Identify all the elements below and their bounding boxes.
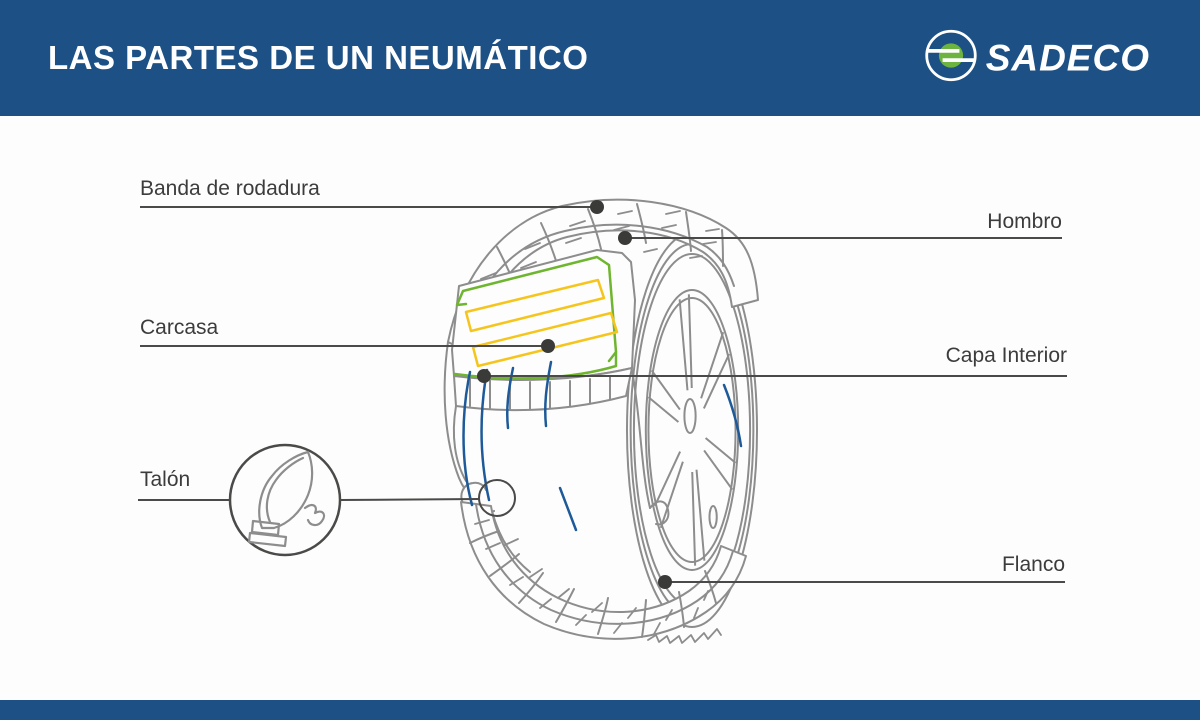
label-carcasa: Carcasa xyxy=(140,316,219,339)
label-hombro: Hombro xyxy=(987,210,1062,233)
label-banda-de-rodadura: Banda de rodadura xyxy=(140,177,320,200)
ply-yellow-layers xyxy=(464,278,619,368)
page-title: LAS PARTES DE UN NEUMÁTICO xyxy=(48,39,589,76)
sadeco-wordmark: SADECO xyxy=(985,37,1150,78)
label-flanco: Flanco xyxy=(1001,553,1065,576)
header-bar: LAS PARTES DE UN NEUMÁTICO SADECO xyxy=(0,0,1200,116)
sadeco-logo: SADECO xyxy=(923,28,1150,89)
carcass-cords-blue xyxy=(462,360,743,532)
leader-dots xyxy=(477,200,672,589)
bead-cross-section xyxy=(247,450,326,548)
leader-lines xyxy=(138,206,1067,583)
sadeco-globe-icon xyxy=(923,28,979,89)
label-capa-interior: Capa Interior xyxy=(945,344,1067,367)
bead-magnifier xyxy=(228,443,516,557)
footer-bar xyxy=(0,700,1200,720)
bead-target-circle xyxy=(478,479,516,517)
tread-bottom xyxy=(460,501,747,644)
label-talon: Talón xyxy=(140,468,191,491)
